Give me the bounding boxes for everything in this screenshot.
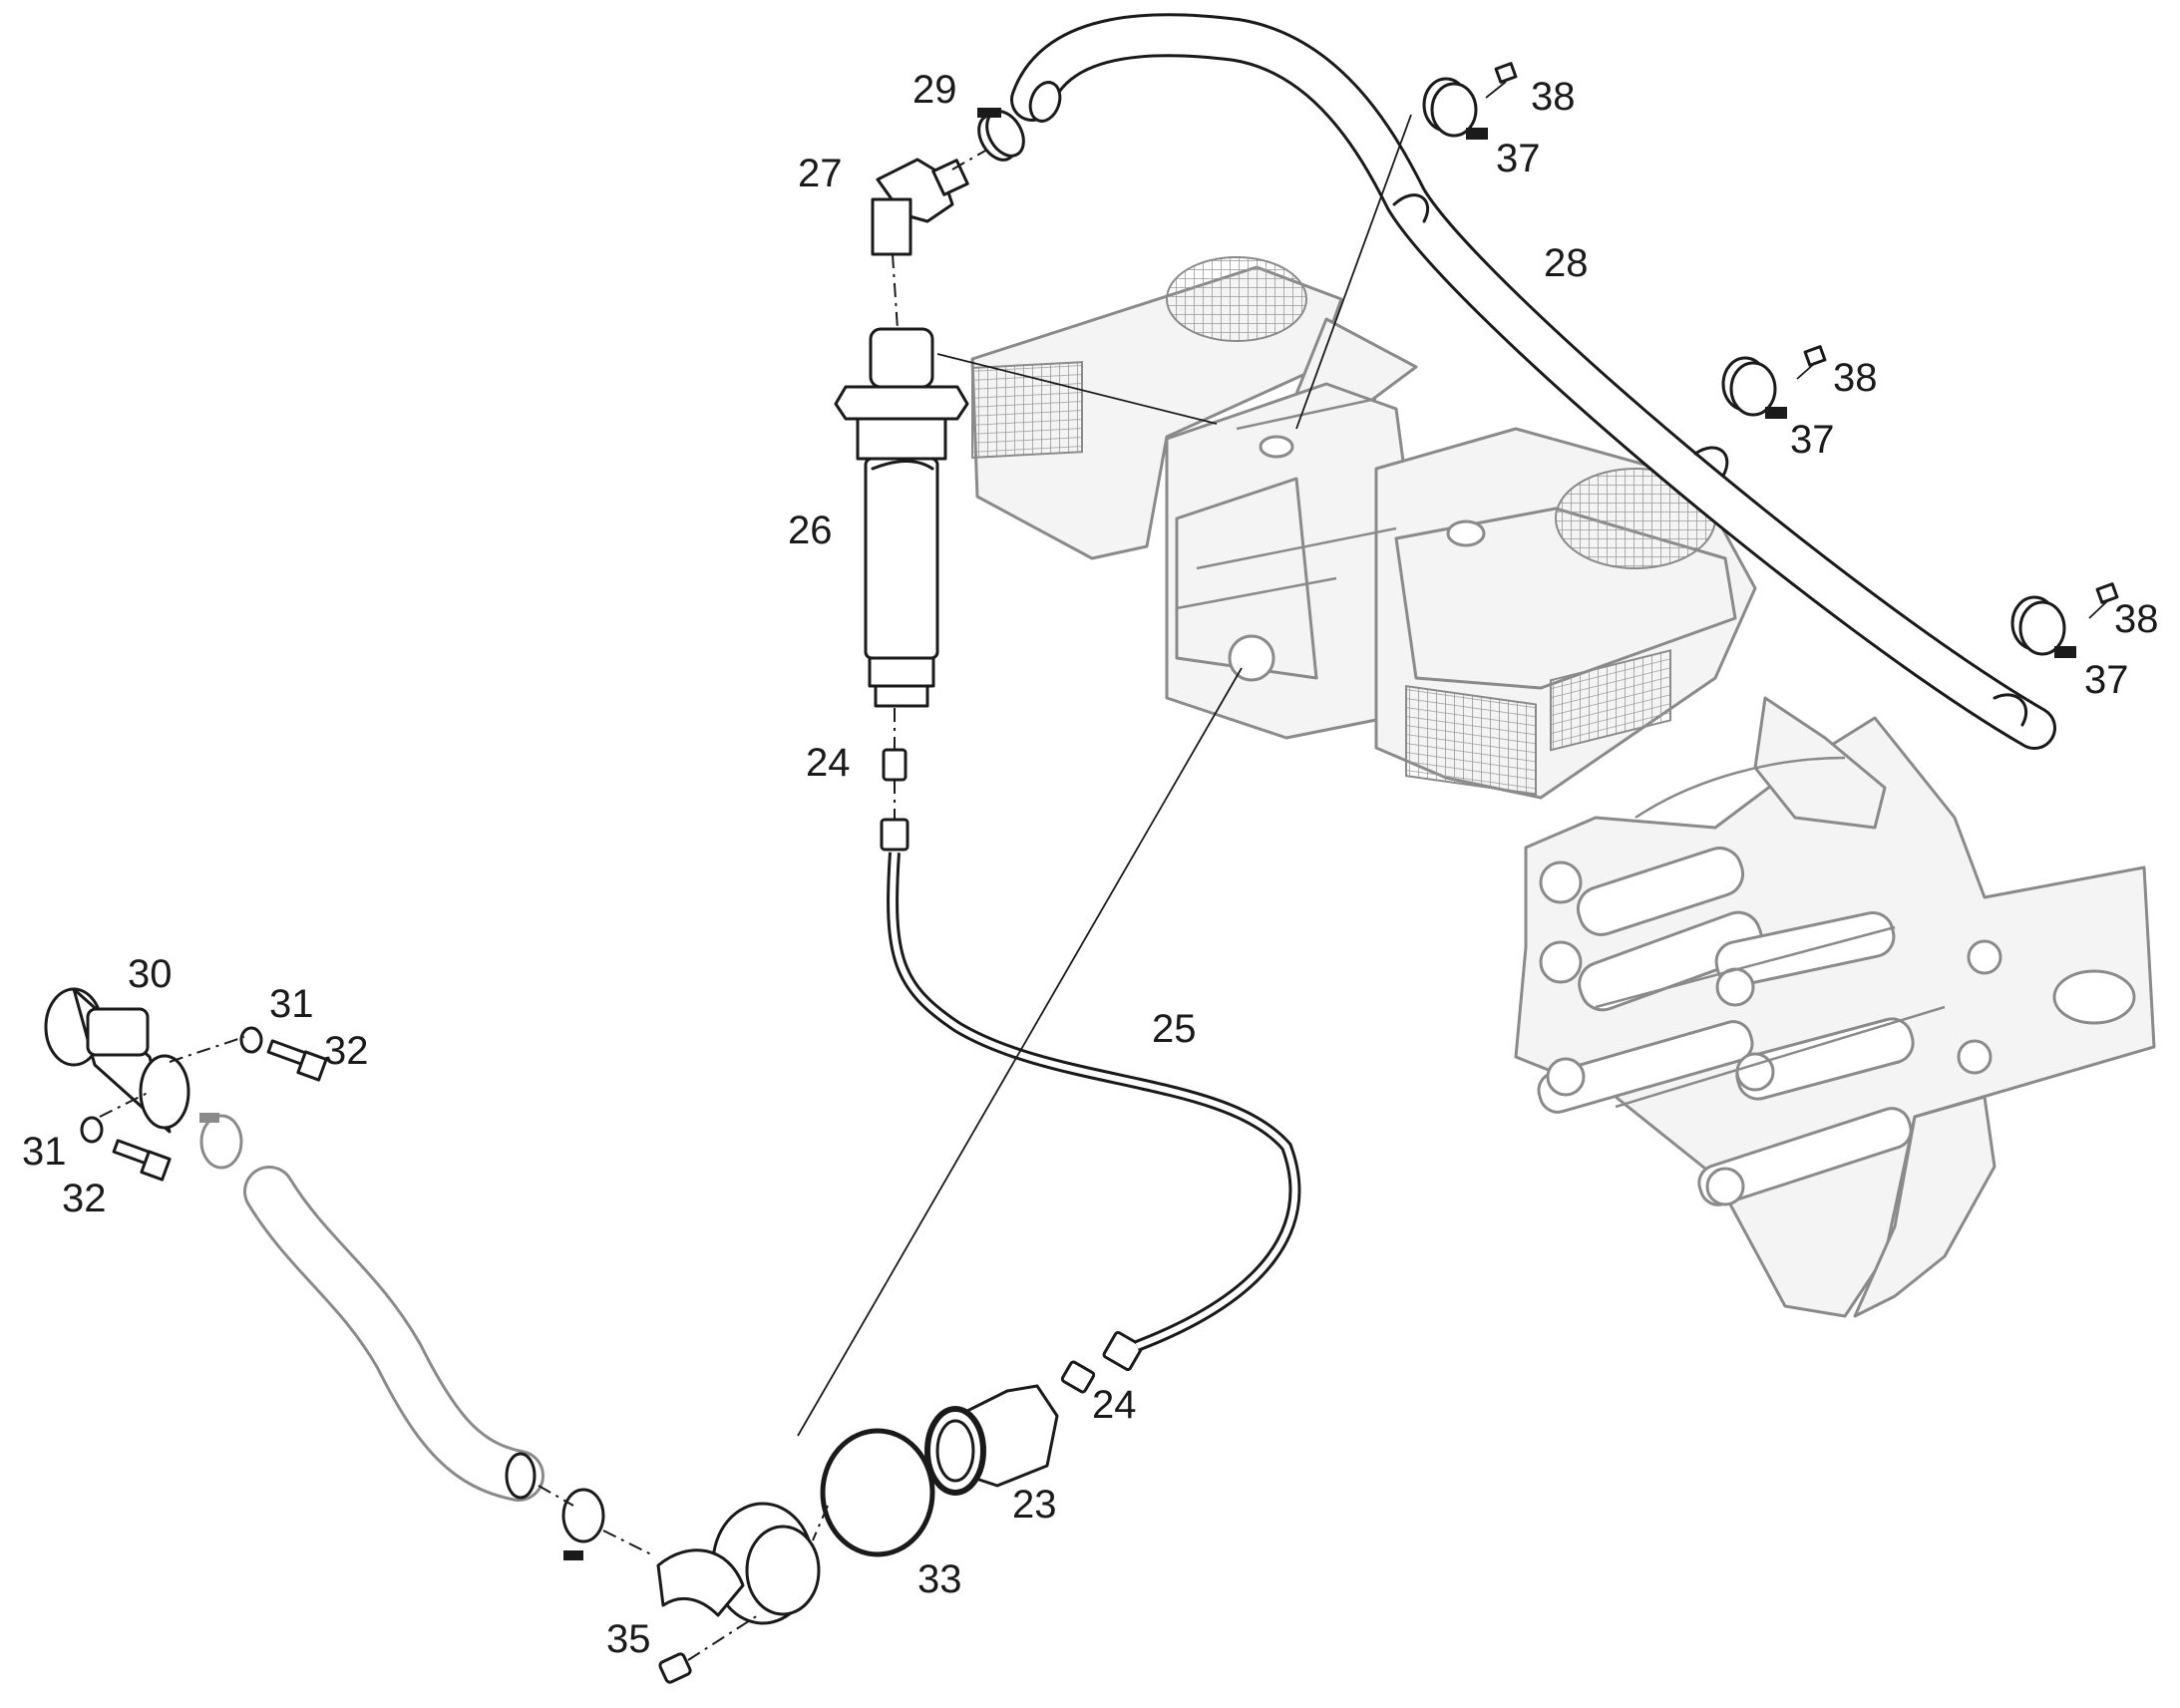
clamp-37-a — [1422, 77, 1488, 140]
label-30: 30 — [128, 952, 173, 996]
label-38-c: 38 — [2114, 597, 2159, 641]
screw-38-b — [1803, 345, 1827, 367]
screw-38-a — [1494, 62, 1518, 84]
label-35: 35 — [606, 1617, 651, 1661]
fitting-30 — [44, 987, 190, 1134]
label-31-lower: 31 — [22, 1130, 67, 1174]
label-29: 28 — [1544, 241, 1589, 285]
suction-hose — [243, 1166, 545, 1502]
label-33: 33 — [917, 1557, 962, 1601]
hose-29 — [1010, 13, 2056, 750]
label-24-lower: 24 — [1092, 1383, 1137, 1427]
bolts-32 — [112, 1039, 328, 1182]
label-25: 25 — [1152, 1007, 1197, 1051]
tank-body — [970, 256, 1757, 800]
label-32-upper: 32 — [324, 1029, 369, 1073]
label-31-upper: 31 — [269, 982, 314, 1026]
hose-clamp-lower-b — [561, 1488, 605, 1560]
suction-flange — [656, 1502, 821, 1625]
label-37-a: 37 — [1496, 137, 1541, 180]
elbow-fitting-27 — [871, 158, 969, 256]
screw-38-c — [2095, 582, 2119, 604]
o-ring-33 — [820, 1428, 935, 1557]
coupling-23 — [924, 1384, 1059, 1496]
label-23: 23 — [1012, 1483, 1057, 1527]
label-37-b: 37 — [1790, 418, 1835, 462]
clamp-37-b — [1721, 356, 1787, 419]
label-37-c: 37 — [2084, 658, 2129, 702]
ripper-assembly — [1514, 696, 2156, 1318]
hose-clamp-28 — [977, 108, 1025, 162]
label-32-lower: 32 — [62, 1177, 107, 1220]
label-38-b: 38 — [1833, 356, 1878, 400]
label-24-upper: 24 — [806, 741, 851, 785]
clamp-37-c — [2010, 595, 2076, 658]
leader-lines — [99, 81, 2108, 1661]
screw-35 — [658, 1652, 692, 1684]
washers-31 — [80, 1026, 263, 1144]
fitting-24-lower — [1060, 1330, 1144, 1394]
label-28: 29 — [912, 68, 957, 112]
part-labels: 29 27 26 24 25 24 23 33 35 30 31 32 31 3… — [22, 68, 2159, 1661]
label-26: 26 — [788, 509, 833, 552]
filter-26 — [834, 327, 969, 708]
hose-25 — [887, 852, 1301, 1352]
label-38-a: 38 — [1531, 75, 1576, 119]
hose-clamp-lower-a — [199, 1113, 243, 1170]
label-27: 27 — [798, 152, 843, 195]
